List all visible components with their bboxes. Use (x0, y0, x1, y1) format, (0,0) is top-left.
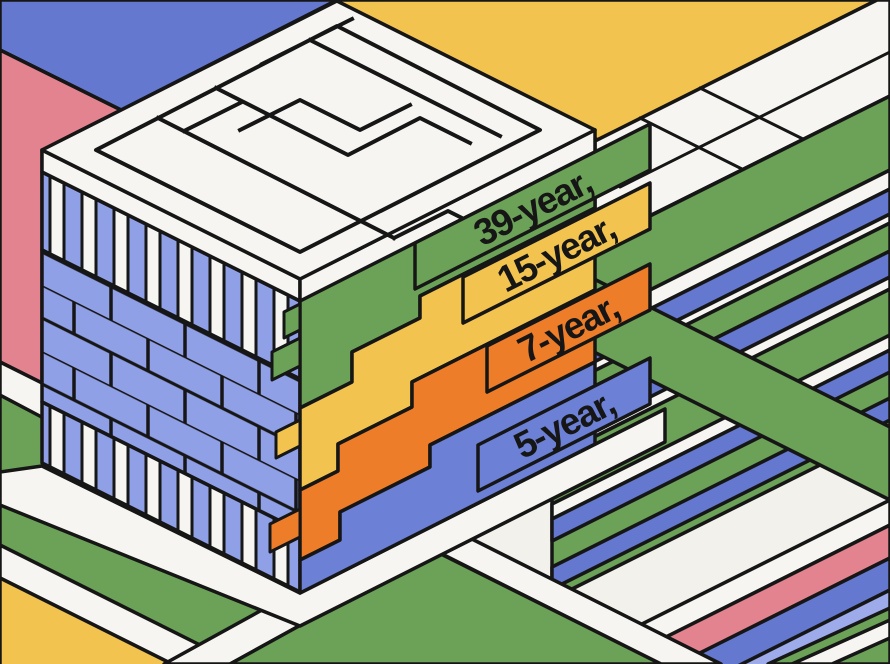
road-seam (618, 50, 890, 189)
road-seam (698, 86, 805, 141)
roof-floorplan-lines (94, 16, 542, 254)
sidewalk (0, 407, 667, 628)
green-corner-bottomright (766, 606, 890, 664)
building: 39-year, 15-year, 7-year, 5-year, (40, 0, 652, 595)
road-seam (638, 116, 744, 171)
layer-5-year (298, 360, 597, 595)
left-facade (40, 170, 302, 594)
stripes-bottomright (598, 498, 890, 664)
cutaway-notches (268, 302, 302, 554)
road-bottomleft (0, 543, 242, 664)
yellow-block-bottomleft (0, 576, 176, 664)
